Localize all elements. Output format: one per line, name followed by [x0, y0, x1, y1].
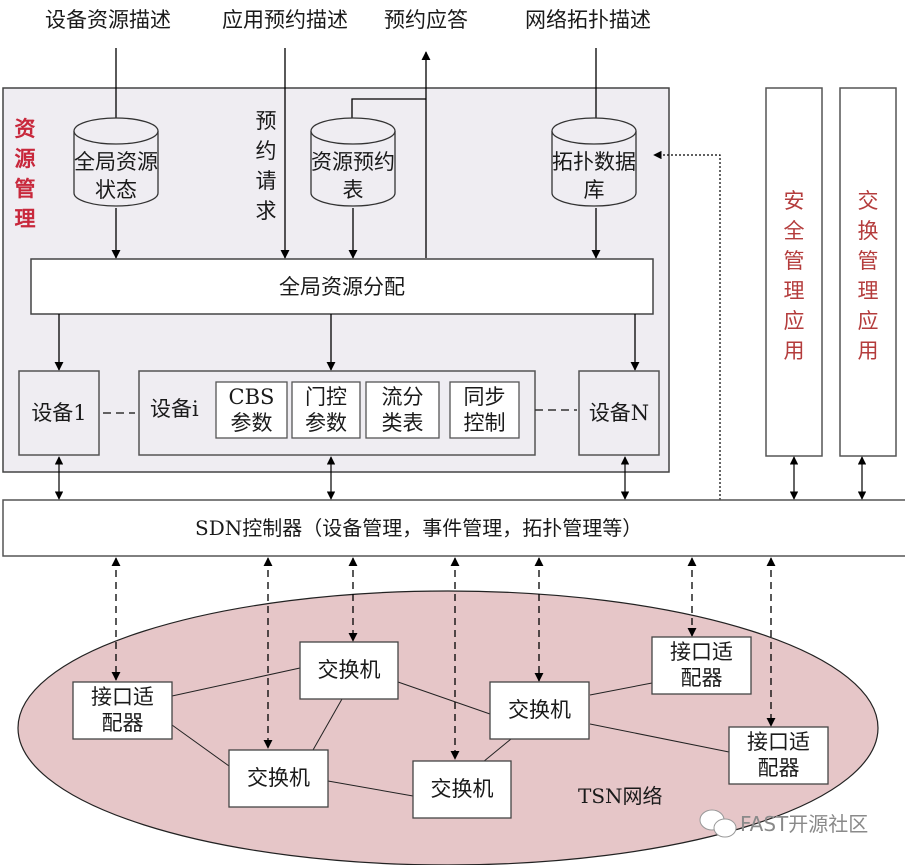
adapter-3-line1: 接口适 — [747, 730, 810, 754]
param-sync-line1: 同步 — [463, 385, 506, 409]
param-cbs-label: CBS 参数 — [216, 384, 287, 436]
switch-box-2 — [228, 749, 329, 808]
param-flow-line2: 类表 — [381, 411, 424, 435]
param-gate-label: 门控 参数 — [292, 384, 360, 436]
adapter-box-1 — [72, 681, 173, 740]
param-gate-line1: 门控 — [305, 385, 347, 409]
adapter-2-line1: 接口适 — [670, 640, 733, 664]
label-device-resource-desc: 设备资源描述 — [45, 8, 171, 32]
security-app-label: 安全管理应用 — [783, 189, 805, 363]
param-gate-line2: 参数 — [305, 411, 347, 435]
device-i-label: 设备i — [150, 397, 199, 421]
switch-box-3 — [412, 760, 512, 819]
label-reservation-request: 预约请求 — [255, 109, 277, 223]
adapter-label-1: 接口适 配器 — [73, 684, 172, 736]
sdn-controller-bar — [2, 499, 905, 557]
dotted-topology-feedback — [653, 150, 721, 500]
adapter-1-line1: 接口适 — [91, 685, 154, 709]
switch-label-3: 交换机 — [430, 777, 494, 801]
label-app-reservation-desc: 应用预约描述 — [222, 8, 348, 32]
switch-label-1: 交换机 — [317, 658, 381, 682]
tsn-links — [171, 667, 730, 797]
switch-box-4 — [489, 681, 590, 740]
param-box-cbs — [215, 381, 288, 439]
db-reservation-table-cylinder — [310, 117, 396, 207]
param-box-gate — [291, 381, 361, 439]
param-flow-line1: 流分 — [381, 385, 424, 409]
global-allocation-label: 全局资源分配 — [279, 275, 405, 299]
dashed-sdn-tsn-arrows — [111, 557, 776, 760]
resource-mgmt-title: 资源管理 — [14, 116, 36, 231]
device-1-label: 设备1 — [31, 401, 87, 425]
label-reservation-reply: 预约应答 — [384, 8, 468, 32]
adapter-2-line2: 配器 — [680, 666, 723, 690]
param-box-sync — [449, 381, 520, 439]
tsn-network-label: TSN网络 — [578, 784, 663, 808]
db-global-state-label: 全局资源状态 — [74, 150, 158, 202]
switching-app-label: 交换管理应用 — [857, 189, 879, 363]
param-sync-label: 同步 控制 — [450, 384, 519, 436]
adapter-label-3: 接口适 配器 — [729, 729, 828, 781]
param-flow-label: 流分 类表 — [366, 384, 439, 436]
global-allocation-box — [30, 258, 654, 315]
adapter-1-line2: 配器 — [101, 711, 144, 735]
switch-label-4: 交换机 — [508, 698, 571, 722]
watermark: FAST开源社区 — [740, 812, 869, 836]
adapter-label-2: 接口适 配器 — [652, 639, 751, 691]
device-n-label: 设备N — [588, 401, 650, 425]
label-topology-desc: 网络拓扑描述 — [525, 8, 651, 32]
param-box-flow — [365, 381, 440, 439]
db-topology-label: 拓扑数据库 — [552, 150, 636, 202]
device-n-box — [578, 370, 660, 456]
param-cbs-line1: CBS — [228, 385, 275, 409]
switch-label-2: 交换机 — [247, 766, 310, 790]
sdn-controller-label: SDN控制器（设备管理，事件管理，拓扑管理等） — [195, 516, 643, 540]
wechat-icon — [699, 809, 737, 838]
db-global-state-cylinder — [73, 117, 159, 207]
switch-box-1 — [299, 641, 399, 700]
param-sync-line2: 控制 — [463, 411, 506, 435]
device-1-box — [18, 370, 100, 456]
db-topology-cylinder — [551, 117, 637, 207]
db-reservation-table-label: 资源预约表 — [311, 150, 395, 202]
security-app-box — [765, 87, 823, 457]
switching-app-box — [839, 87, 897, 457]
adapter-3-line2: 配器 — [757, 756, 800, 780]
param-cbs-line2: 参数 — [230, 411, 273, 435]
adapter-box-3 — [728, 726, 829, 785]
adapter-box-2 — [651, 636, 752, 695]
